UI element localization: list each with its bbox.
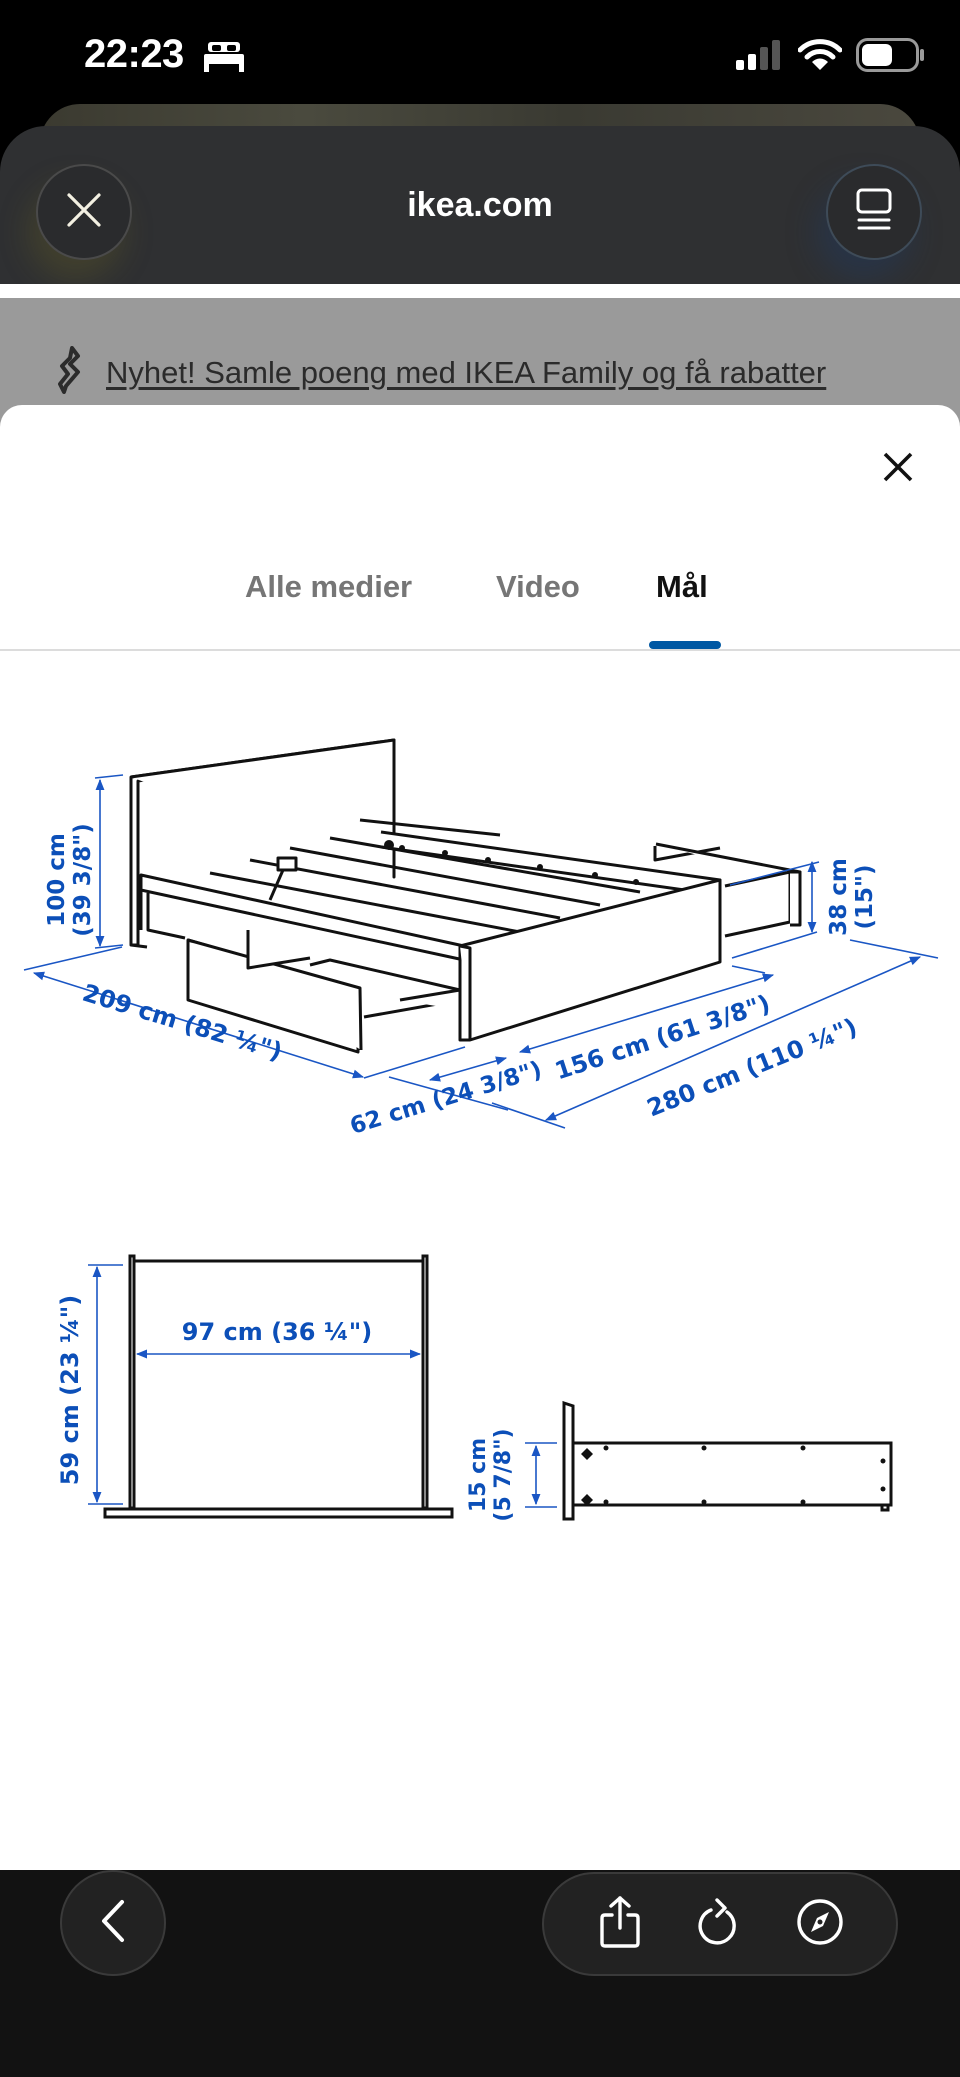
reload-button[interactable]	[690, 1894, 750, 1954]
tabs-overview-button[interactable]	[826, 164, 922, 260]
sheet-close-button[interactable]	[876, 447, 920, 491]
media-sheet: Alle medier Video Mål	[0, 405, 960, 1870]
open-in-safari-button[interactable]	[790, 1894, 850, 1954]
tab-all-media[interactable]: Alle medier	[245, 569, 413, 604]
reload-icon	[697, 1896, 743, 1953]
frame-height-inches-label: (15")	[852, 864, 878, 929]
safari-toolbar	[0, 1870, 960, 2077]
ikea-family-icon	[52, 346, 88, 399]
close-icon	[883, 452, 913, 487]
cellular-signal-icon	[736, 40, 784, 75]
compass-icon	[795, 1897, 845, 1952]
tab-video[interactable]: Video	[496, 569, 580, 604]
toolbar-actions	[542, 1872, 898, 1976]
dimension-diagram: 100 cm (39 3/8") 209 cm (82 ¼") 62 cm (2…	[23, 738, 939, 1522]
media-tabs: Alle medier Video Mål	[0, 555, 960, 651]
close-tab-button[interactable]	[36, 164, 132, 260]
headboard-height-inches-label: (39 3/8")	[70, 823, 96, 936]
drawer-height-label: 15 cm	[466, 1438, 491, 1512]
drawer-depth-label: 62 cm (24 3/8")	[347, 1057, 545, 1140]
headboard-height-label: 100 cm	[44, 833, 70, 927]
ikea-family-promo-link[interactable]: Nyhet! Samle poeng med IKEA Family og få…	[106, 354, 827, 390]
url-display[interactable]: ikea.com	[407, 186, 553, 224]
tab-dimensions[interactable]: Mål	[656, 569, 708, 604]
drawer-depth-label: 59 cm (23 ¼")	[56, 1295, 84, 1485]
browser-address-bar: ikea.com	[0, 126, 960, 284]
back-chevron-icon	[98, 1899, 128, 1948]
back-button[interactable]	[60, 1870, 166, 1976]
status-bar: 22:23	[0, 0, 960, 110]
drawer-side-view	[562, 1400, 893, 1521]
bed-icon	[204, 42, 244, 77]
share-icon	[598, 1895, 642, 1954]
active-tab-indicator	[649, 641, 721, 649]
status-time: 22:23	[84, 32, 184, 76]
drawer-width-label: 97 cm (36 ¼")	[182, 1318, 372, 1346]
close-icon	[65, 191, 103, 234]
battery-icon	[856, 38, 926, 77]
drawer-top-view	[103, 1254, 454, 1519]
frame-height-label: 38 cm	[826, 858, 852, 936]
share-button[interactable]	[590, 1894, 650, 1954]
wifi-icon	[797, 39, 843, 76]
drawer-height-inches-label: (5 7/8")	[491, 1428, 516, 1521]
bed-dimension-lines	[23, 774, 939, 1129]
tabs-overview-icon	[855, 188, 893, 237]
bed-illustration	[129, 738, 802, 1054]
